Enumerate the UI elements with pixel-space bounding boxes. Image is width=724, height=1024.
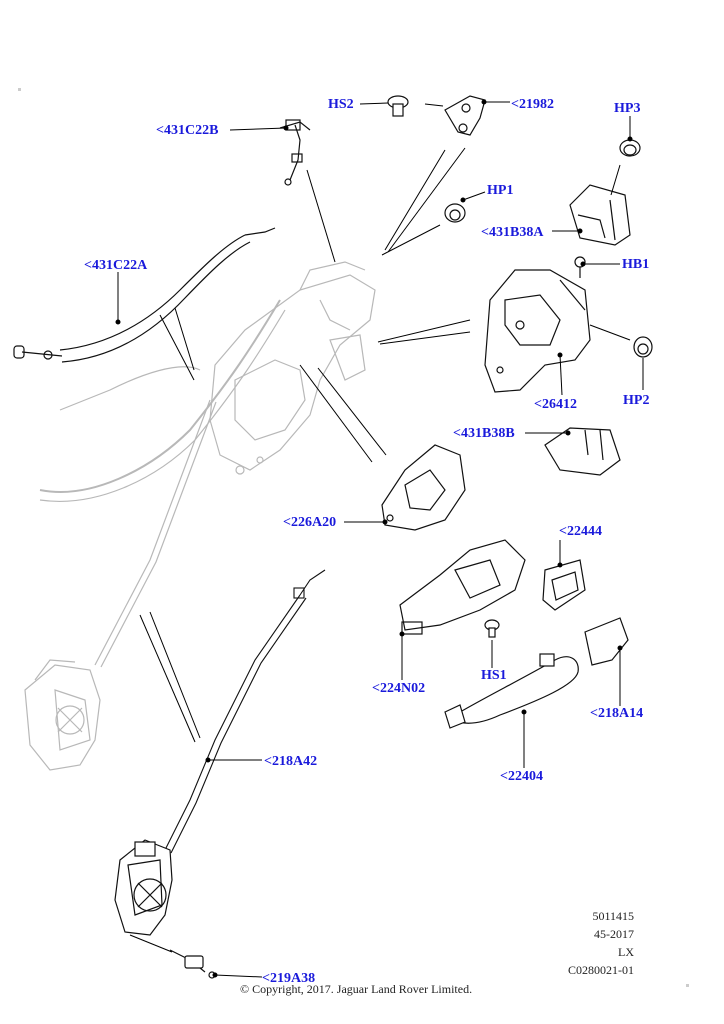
callout-hp1[interactable]: HP1 — [487, 183, 514, 198]
callout-431b38b[interactable]: <431B38B — [453, 426, 515, 441]
callout-hb1[interactable]: HB1 — [622, 257, 650, 272]
bolt-hb1 — [574, 256, 586, 278]
handle-carrier-224n02 — [399, 539, 526, 635]
callout-hp2[interactable]: HP2 — [623, 393, 650, 408]
meta-line-1: 5011415 — [592, 909, 634, 923]
callout-22404[interactable]: <22404 — [500, 769, 543, 784]
striker-21982 — [444, 95, 486, 136]
cover-431b38a — [569, 184, 631, 246]
illustration-metadata: 5011415 45-2017 LX C0280021-01 — [568, 907, 634, 979]
callout-218a14[interactable]: <218A14 — [590, 706, 644, 721]
cover-431b38b — [544, 427, 621, 476]
bracket-226a20 — [381, 444, 466, 531]
leader-lines — [115, 99, 644, 978]
cable-218a42 — [164, 569, 326, 854]
screw-hs1 — [484, 619, 500, 638]
callout-hs1[interactable]: HS1 — [481, 668, 507, 683]
meta-line-2: 45-2017 — [594, 927, 634, 941]
callout-21982[interactable]: <21982 — [511, 97, 554, 112]
callout-26412[interactable]: <26412 — [534, 397, 577, 412]
escutcheon-22444 — [542, 559, 586, 611]
copyright-notice: © Copyright, 2017. Jaguar Land Rover Lim… — [240, 982, 473, 996]
callout-431c22b[interactable]: <431C22B — [156, 123, 219, 138]
handle-cap-218a14 — [584, 617, 629, 666]
callout-431b38a[interactable]: <431B38A — [481, 225, 544, 240]
meta-line-3: LX — [618, 945, 634, 959]
callout-224n02[interactable]: <224N02 — [372, 681, 426, 696]
callout-226a20[interactable]: <226A20 — [283, 515, 337, 530]
latch-219a38 — [114, 839, 216, 979]
corner-mark — [18, 88, 21, 91]
plug-hp1 — [444, 203, 466, 223]
screw-hs2 — [387, 95, 409, 117]
callout-22444[interactable]: <22444 — [559, 524, 602, 539]
outer-handle-22404 — [444, 653, 579, 729]
background-door-assembly — [24, 261, 376, 771]
plug-hp3 — [619, 139, 641, 157]
callout-hp3[interactable]: HP3 — [614, 101, 641, 116]
plug-hp2 — [633, 336, 653, 358]
callout-431c22a[interactable]: <431C22A — [84, 258, 148, 273]
callout-hs2[interactable]: HS2 — [328, 97, 354, 112]
callout-218a42[interactable]: <218A42 — [264, 754, 318, 769]
corner-mark — [686, 984, 689, 987]
cable-431c22a — [13, 227, 276, 363]
lock-actuator-26412 — [484, 269, 591, 393]
meta-line-4: C0280021-01 — [568, 963, 634, 977]
callout-219a38[interactable]: <219A38 — [262, 971, 316, 986]
